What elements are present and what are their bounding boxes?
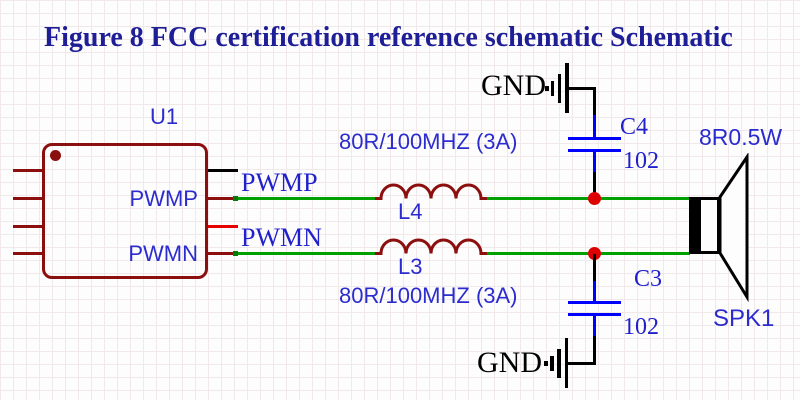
wire-pwmn-seg1	[235, 251, 375, 255]
c3-lead-top	[593, 281, 596, 302]
wire-node-pwmn	[233, 250, 238, 256]
gnd-bottom-bar-long	[564, 338, 568, 388]
c4-plate-top	[568, 136, 621, 140]
inductor-l3-coil	[375, 238, 487, 255]
gnd-top-wire-v	[593, 86, 596, 116]
gnd-bottom-bar-short	[550, 355, 554, 371]
c4-value-label: 102	[623, 148, 659, 174]
gnd-bottom-wire-h	[568, 361, 596, 365]
c3-ref-label: C3	[634, 266, 663, 292]
spk1-ref-label: SPK1	[713, 305, 775, 332]
net-label-pwmn: PWMN	[241, 223, 322, 252]
junction-dot-pwmn	[588, 246, 601, 260]
gnd-top-pin-icon	[544, 85, 549, 91]
u1-right-pin-pwmp	[208, 196, 235, 200]
u1-body	[42, 143, 208, 279]
u1-left-pin-2	[13, 196, 42, 200]
l3-value-label: 80R/100MHZ (3A)	[339, 283, 518, 308]
u1-ref-label: U1	[150, 104, 179, 129]
c3-value-label: 102	[623, 314, 659, 340]
gnd-bottom-bar-mid	[557, 348, 561, 378]
net-label-pwmp: PWMP	[241, 168, 318, 197]
u1-left-pin-1	[13, 168, 42, 172]
gnd-top-label: GND	[481, 69, 546, 102]
c4-plate-bottom	[568, 148, 621, 152]
u1-pin-name-pwmn: PWMN	[128, 241, 198, 266]
gnd-bottom-wire-v	[593, 336, 596, 364]
u1-left-pin-4	[13, 251, 42, 255]
c3-lead-bottom	[593, 316, 596, 337]
u1-left-pin-3	[13, 224, 42, 228]
c3-plate-bottom	[568, 312, 621, 316]
gnd-bottom-pin-icon	[544, 360, 548, 366]
wire-node-pwmp	[233, 195, 238, 201]
speaker-horn-icon	[718, 153, 749, 303]
u1-right-pin-pwmn	[208, 251, 235, 255]
gnd-top-bar-mid	[557, 73, 561, 103]
u1-right-stub-black	[208, 168, 238, 172]
l3-ref-label: L3	[398, 254, 423, 279]
u1-pin1-marker	[50, 150, 61, 161]
u1-pin-name-pwmp: PWMP	[129, 186, 198, 211]
l4-value-label: 80R/100MHZ (3A)	[339, 129, 518, 154]
l4-ref-label: L4	[398, 199, 423, 224]
c3-wire-from-net	[593, 254, 596, 282]
gnd-top-bar-long	[565, 63, 569, 113]
gnd-top-wire-h	[568, 86, 595, 90]
wire-pwmp-seg1	[235, 196, 375, 200]
figure-title: Figure 8 FCC certification reference sch…	[44, 22, 733, 53]
c4-wire-to-net	[593, 172, 596, 199]
inductor-l4-coil	[375, 183, 487, 200]
spk1-value-label: 8R0.5W	[699, 124, 783, 150]
gnd-bottom-label: GND	[477, 346, 542, 379]
speaker-terminal-bar	[689, 197, 698, 254]
c4-lead-bottom	[593, 152, 596, 172]
c3-plate-top	[568, 300, 621, 304]
c4-ref-label: C4	[620, 114, 649, 140]
c4-lead-top	[593, 115, 596, 138]
junction-dot-pwmp	[588, 191, 601, 205]
u1-right-stub-red	[208, 224, 238, 228]
gnd-top-bar-short	[550, 80, 554, 96]
